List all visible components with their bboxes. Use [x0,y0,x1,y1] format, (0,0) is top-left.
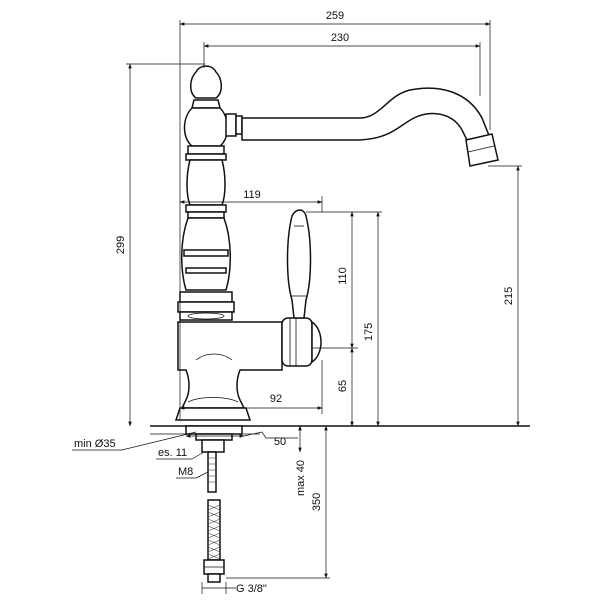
faucet-outline [174,65,499,421]
dim-spout-reach: 230 [331,32,349,44]
dim-base-width: 50 [274,436,286,448]
dim-overall-width: 259 [326,10,344,22]
dim-lever-height: 175 [363,323,375,341]
dim-min-hole: min Ø35 [74,438,116,450]
dim-spout-height: 215 [503,287,515,305]
dim-lever-offset: 119 [243,189,261,201]
dim-thickness: es. 11 [158,447,187,459]
dim-total-height: 299 [115,236,127,254]
dim-lever-length: 110 [337,267,349,285]
dim-thread: M8 [178,466,193,478]
fixing-kit [185,425,243,583]
dim-body-depth: 92 [270,393,282,405]
dim-connector: G 3/8" [236,583,267,595]
dim-max-panel: max 40 [295,460,307,496]
dim-body-height: 65 [337,380,349,392]
dim-hose-length: 350 [311,493,323,511]
